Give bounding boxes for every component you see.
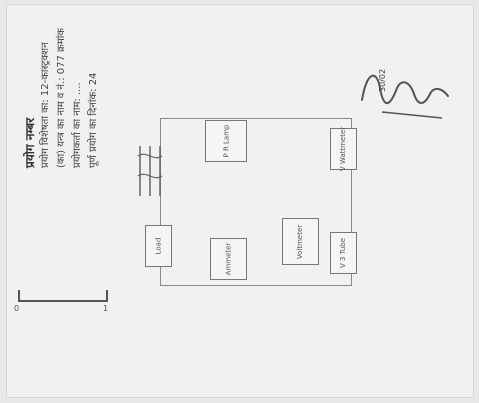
component-label: P R Lamp [222, 124, 230, 158]
paper-sheet [6, 4, 474, 398]
coil-symbol [137, 146, 163, 196]
rule-label-start: 0 [14, 304, 20, 313]
note-line-2: (का) यन्त्र का नाम व नं.: 077 क्रमांक [56, 28, 67, 168]
signature-mark [361, 74, 449, 119]
rule-label-end: 1 [103, 304, 109, 313]
component-label: Voltmeter [296, 224, 305, 259]
component-mid-left: Load [145, 225, 172, 267]
component-label: Ammeter [224, 242, 233, 276]
signature-date: 30/02 [378, 68, 387, 92]
baseline-rule [18, 300, 108, 302]
note-line-3: प्रयोगकर्ता का नाम: .... [72, 82, 83, 168]
note-line-4: पूर्ण प्रयोग का दिनांक: 24 [88, 72, 99, 168]
component-mid-center: Ammeter [210, 238, 247, 280]
circuit-diagram [160, 118, 352, 286]
notes-title: प्रयोग नम्बर [23, 117, 37, 168]
component-label: V 3 Tube [339, 237, 348, 269]
component-label: V Wattmeter [339, 126, 348, 172]
component-top-right: V Wattmeter [330, 126, 357, 172]
component-label: Load [154, 237, 163, 255]
component-bottom-right: V 3 Tube [330, 232, 357, 274]
experiment-notes: प्रयोग नम्बर प्रयोग विशेषता का: 12-कास्ट… [22, 28, 102, 168]
component-mid-right: Voltmeter [282, 218, 319, 265]
rule-tick-end [106, 290, 108, 300]
rule-tick-start [18, 290, 20, 300]
component-top-left: P R Lamp [205, 120, 247, 162]
note-line-1: प्रयोग विशेषता का: 12-कास्ट्रक्शन [40, 42, 51, 168]
